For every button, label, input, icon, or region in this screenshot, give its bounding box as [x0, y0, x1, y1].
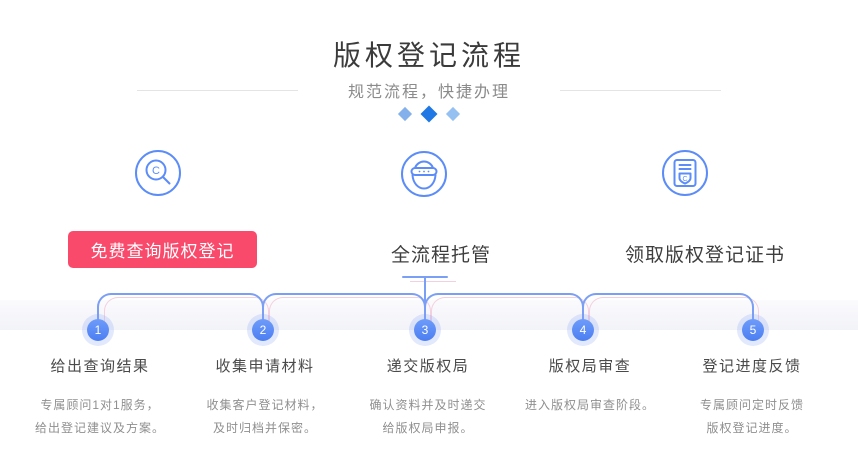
middle-branch-echo-line [410, 281, 456, 282]
page-subtitle: 规范流程，快捷办理 [347, 84, 510, 101]
connector-line [582, 293, 754, 320]
certificate-icon: C [661, 149, 709, 197]
step-description-line: 给出登记建议及方案。 [34, 421, 165, 435]
step-description: 进入版权局审查阶段。 [505, 394, 675, 417]
connector-line [97, 293, 264, 320]
free-copyright-query-button[interactable]: 免费查询版权登记 [68, 231, 257, 268]
diamond-icon [397, 106, 413, 122]
diamond-icon [445, 106, 461, 122]
step-description: 确认资料并及时递交 给版权局申报。 [343, 394, 513, 440]
step-number-badge: 1 [87, 319, 109, 341]
page-title: 版权登记流程 [332, 41, 525, 72]
step-title: 登记进度反馈 [702, 358, 802, 375]
step-number-badge: 4 [572, 319, 594, 341]
step-description: 专属顾问定时反馈 版权登记进度。 [667, 394, 837, 440]
step-description-line: 专属顾问1对1服务， [40, 398, 160, 412]
svg-text:C: C [152, 165, 160, 177]
step-description-line: 专属顾问定时反馈 [699, 398, 804, 412]
step-title: 收集申请材料 [215, 358, 315, 375]
step-title: 递交版权局 [386, 358, 470, 375]
step-description-line: 进入版权局审查阶段。 [524, 398, 655, 412]
middle-branch-vertical-line [424, 277, 426, 319]
service-agent-icon [400, 151, 448, 199]
step-description-line: 版权登记进度。 [706, 421, 798, 435]
subtitle-row: 规范流程，快捷办理 [0, 81, 858, 101]
step-title: 给出查询结果 [50, 358, 150, 375]
connector-line [262, 293, 426, 320]
feature-label-certificate[interactable]: 领取版权登记证书 [624, 245, 785, 266]
step-number-badge: 2 [252, 319, 274, 341]
step-description-line: 收集客户登记材料， [206, 398, 324, 412]
feature-label-full-process[interactable]: 全流程托管 [390, 245, 491, 266]
subtitle-divider-left [136, 89, 298, 91]
step-description-line: 及时归档并保密。 [212, 421, 317, 435]
step-title: 版权局审查 [548, 358, 632, 375]
diamond-icon [420, 105, 438, 123]
svg-text:C: C [682, 176, 687, 183]
diamond-decoration [0, 105, 858, 123]
step-description-line: 给版权局申报。 [382, 421, 474, 435]
step-number-badge: 5 [742, 319, 764, 341]
step-description: 专属顾问1对1服务， 给出登记建议及方案。 [15, 394, 185, 440]
copyright-search-icon: C [134, 149, 182, 197]
connector-line [424, 293, 584, 320]
step-description-line: 确认资料并及时递交 [369, 398, 487, 412]
subtitle-divider-right [560, 89, 721, 91]
step-number-badge: 3 [414, 319, 436, 341]
step-description: 收集客户登记材料， 及时归档并保密。 [180, 394, 350, 440]
